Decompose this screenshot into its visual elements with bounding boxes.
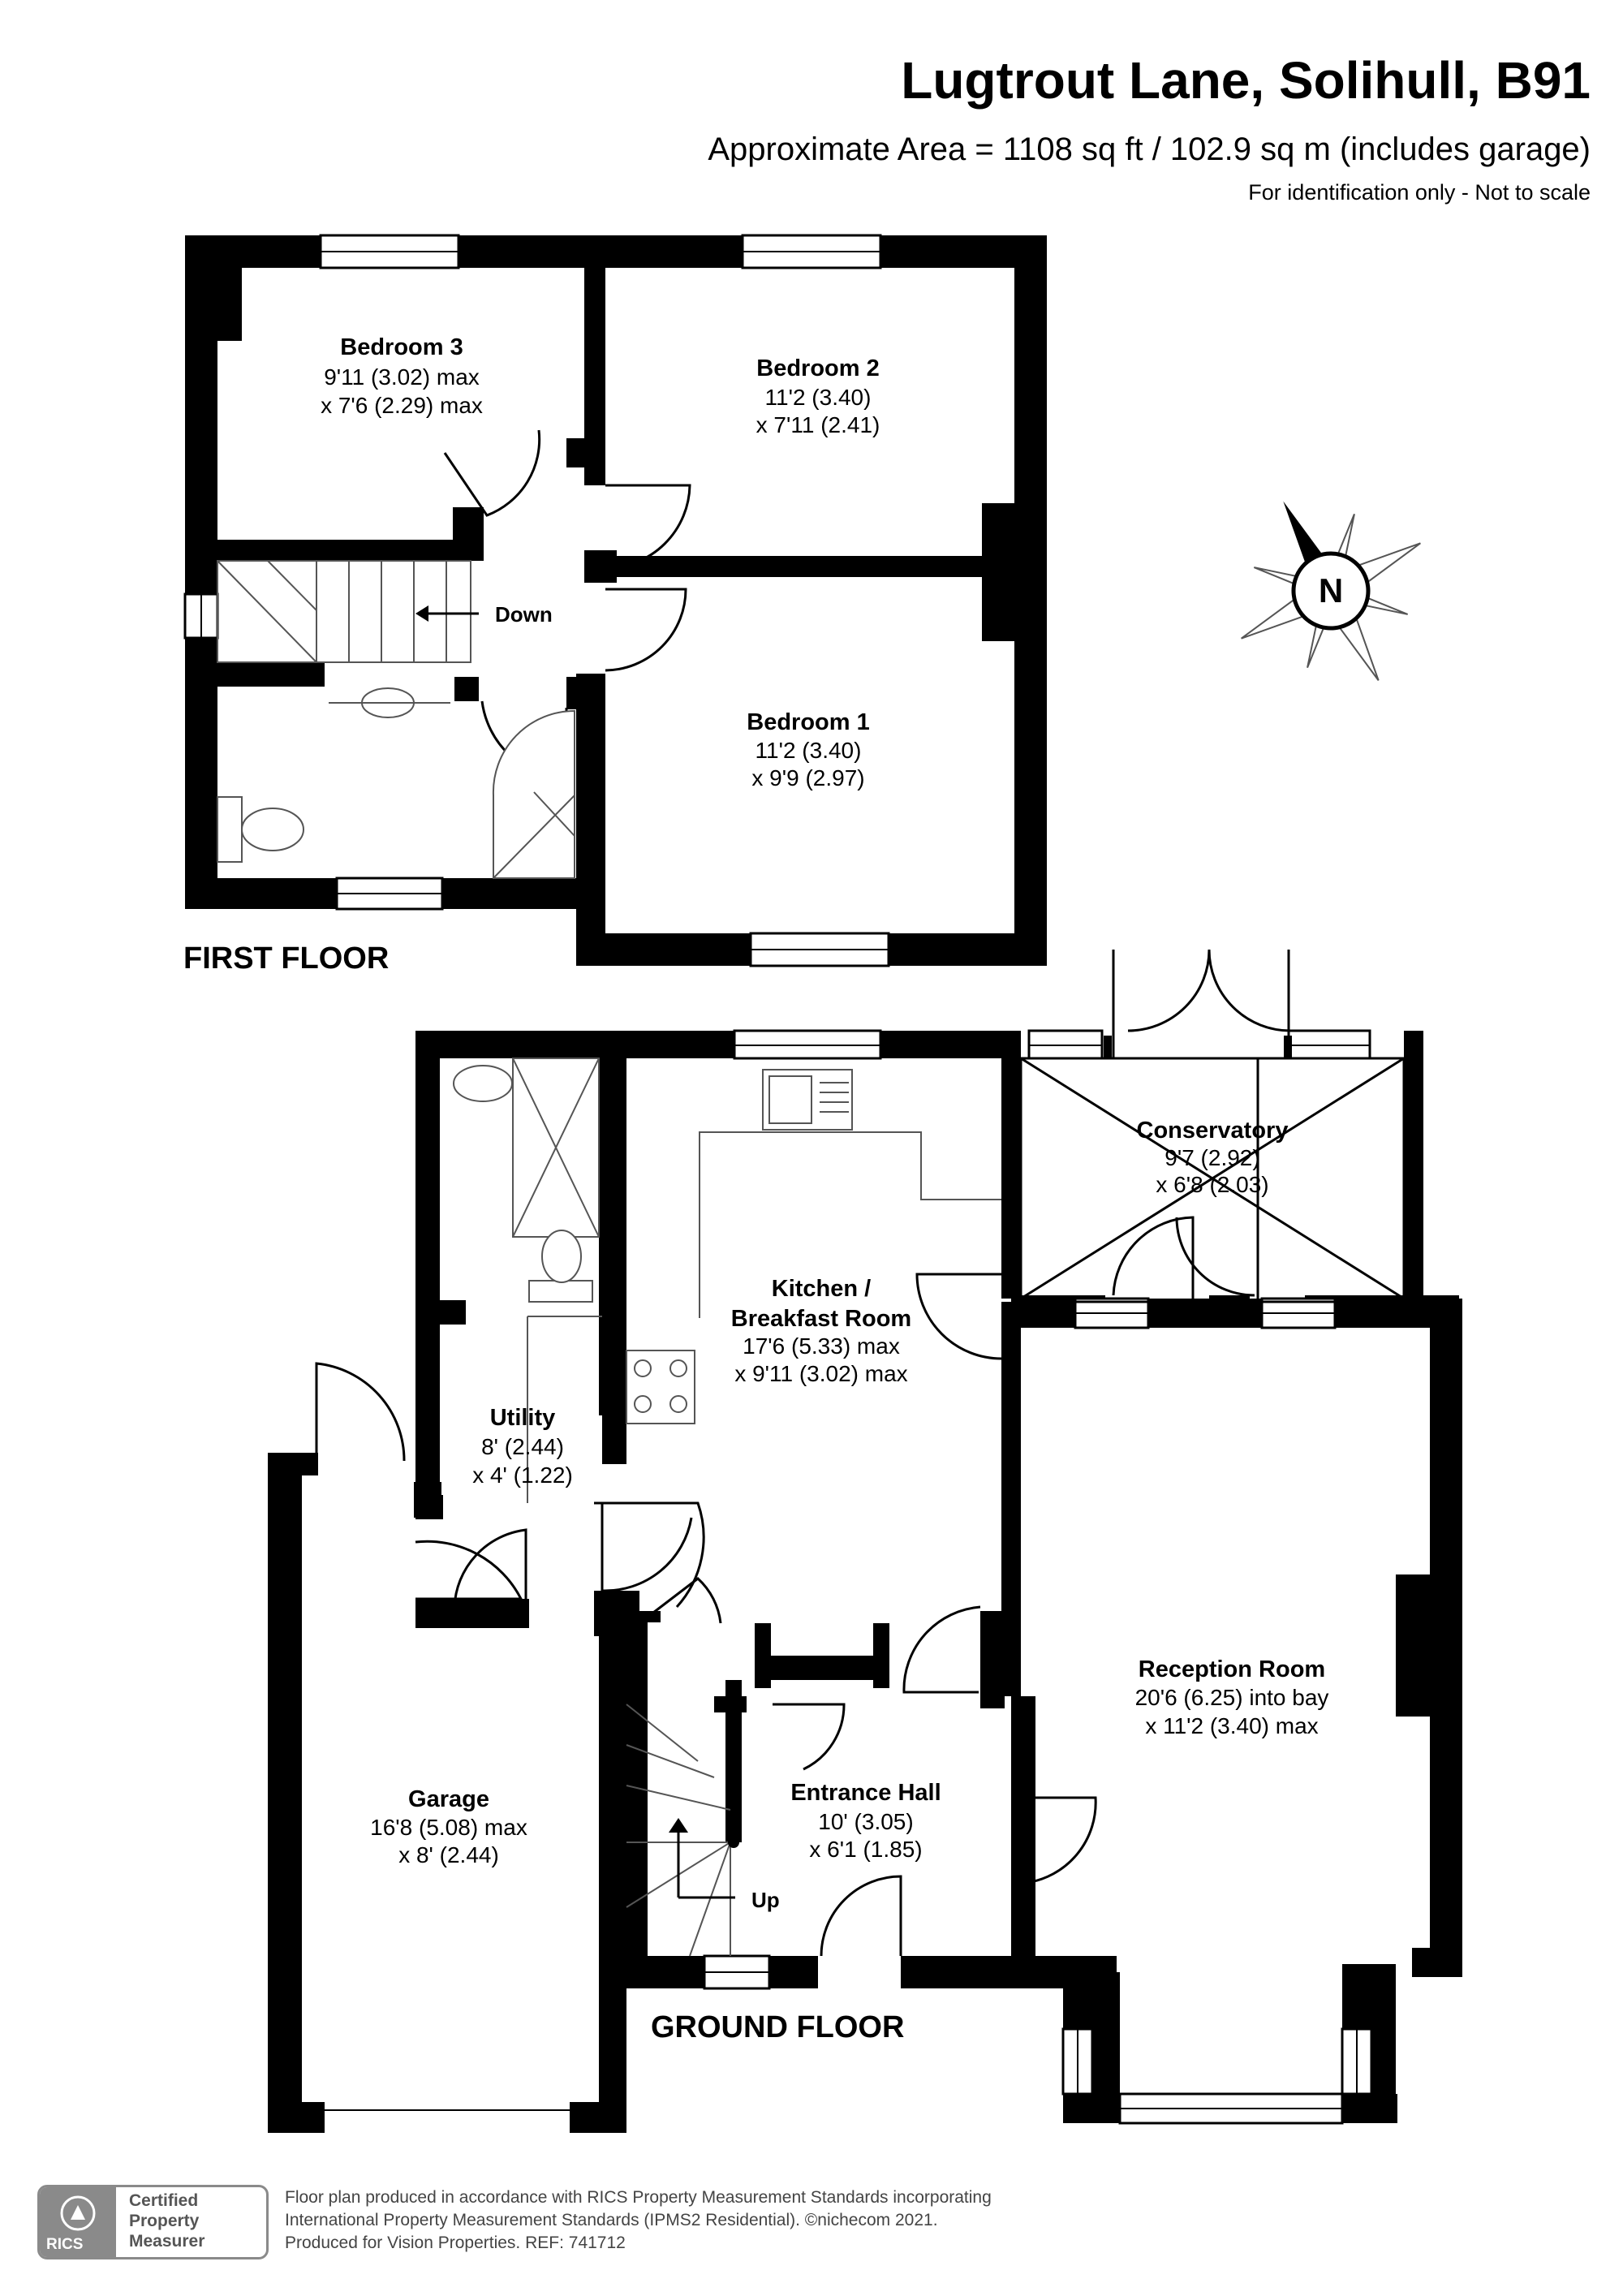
footer-note-2: International Property Measurement Stand… bbox=[285, 2211, 938, 2229]
reception-room-dim1: 20'6 (6.25) into bay bbox=[1135, 1685, 1329, 1710]
utility-dim2: x 4' (1.22) bbox=[472, 1462, 573, 1488]
rics-emblem-icon bbox=[60, 2195, 96, 2231]
bedroom-2-dim1: 11'2 (3.40) bbox=[765, 385, 872, 410]
bedroom-2-name: Bedroom 2 bbox=[756, 355, 879, 381]
footer-note-1: Floor plan produced in accordance with R… bbox=[285, 2188, 992, 2207]
first-floor-stairs bbox=[217, 560, 479, 663]
newel-post bbox=[728, 1837, 739, 1848]
reception-room-name: Reception Room bbox=[1139, 1656, 1325, 1682]
kitchen-name-2: Breakfast Room bbox=[731, 1306, 911, 1332]
room-labels: Bedroom 3 9'11 (3.02) max x 7'6 (2.29) m… bbox=[321, 334, 1328, 1867]
entrance-hall-dim2: x 6'1 (1.85) bbox=[809, 1837, 922, 1862]
first-floor-walls bbox=[185, 235, 1047, 966]
footer-note-3: Produced for Vision Properties. REF: 741… bbox=[285, 2234, 626, 2252]
ground-floor-window-lines bbox=[325, 1045, 1370, 2111]
entrance-hall-name: Entrance Hall bbox=[790, 1780, 941, 1806]
utility-dim1: 8' (2.44) bbox=[481, 1434, 564, 1459]
compass-icon: N bbox=[1241, 501, 1421, 681]
reception-room-dim2: x 11'2 (3.40) max bbox=[1145, 1713, 1318, 1738]
conservatory-dim1: 9'7 (2.92) bbox=[1165, 1145, 1259, 1170]
bedroom-1-dim2: x 9'9 (2.97) bbox=[751, 765, 864, 790]
ground-floor-label: GROUND FLOOR bbox=[651, 2010, 904, 2044]
kitchen-dim1: 17'6 (5.33) max bbox=[743, 1333, 900, 1359]
footer-notes: Floor plan produced in accordance with R… bbox=[285, 2186, 992, 2255]
page-title: Lugtrout Lane, Solihull, B91 bbox=[901, 51, 1591, 110]
conservatory-frame bbox=[1019, 950, 1406, 1303]
badge-text: Certified Property Measurer bbox=[129, 2190, 204, 2251]
rics-logo: RICS bbox=[40, 2187, 116, 2257]
bedroom-2-dim2: x 7'11 (2.41) bbox=[756, 412, 880, 437]
first-floor-window-lines bbox=[200, 251, 889, 950]
shower-room-fixtures bbox=[453, 1058, 600, 1303]
area-summary: Approximate Area = 1108 sq ft / 102.9 sq… bbox=[708, 131, 1591, 167]
ground-floor-doors[interactable] bbox=[315, 949, 1291, 1957]
stairs-up-label: Up bbox=[751, 1888, 780, 1912]
ground-floor-stairs bbox=[626, 1704, 735, 1957]
bedroom-3-dim1: 9'11 (3.02) max bbox=[324, 364, 480, 390]
conservatory-dim2: x 6'8 (2.03) bbox=[1156, 1172, 1268, 1197]
rics-logo-text: RICS bbox=[46, 2236, 84, 2253]
conservatory-name: Conservatory bbox=[1137, 1118, 1289, 1144]
scale-note: For identification only - Not to scale bbox=[1248, 180, 1591, 205]
utility-name: Utility bbox=[490, 1405, 556, 1431]
rics-certified-badge: RICS Certified Property Measurer bbox=[37, 2185, 269, 2259]
badge-line-3: Measurer bbox=[129, 2232, 205, 2251]
bedroom-3-name: Bedroom 3 bbox=[340, 334, 463, 360]
garage-dim2: x 8' (2.44) bbox=[398, 1842, 499, 1867]
conservatory-post-right bbox=[1284, 1036, 1292, 1058]
garage-dim1: 16'8 (5.08) max bbox=[370, 1815, 527, 1840]
entrance-hall-dim1: 10' (3.05) bbox=[818, 1809, 913, 1834]
bedroom-1-dim1: 11'2 (3.40) bbox=[756, 738, 862, 763]
conservatory-post-left bbox=[1104, 1036, 1112, 1058]
bathroom-fixtures bbox=[217, 687, 575, 879]
kitchen-fixtures bbox=[527, 1069, 1001, 1503]
garage-name: Garage bbox=[408, 1786, 489, 1812]
first-floor-label: FIRST FLOOR bbox=[183, 941, 389, 976]
kitchen-dim2: x 9'11 (3.02) max bbox=[734, 1361, 907, 1386]
footer: RICS Certified Property Measurer Floor p… bbox=[37, 2185, 1173, 2259]
compass-letter: N bbox=[1319, 571, 1343, 610]
badge-line-1: Certified bbox=[129, 2191, 199, 2210]
kitchen-name: Kitchen / bbox=[772, 1276, 871, 1302]
bedroom-1-name: Bedroom 1 bbox=[747, 709, 869, 735]
bedroom-3-dim2: x 7'6 (2.29) max bbox=[321, 393, 483, 418]
stairs-down-label: Down bbox=[495, 602, 553, 627]
badge-line-2: Property bbox=[129, 2212, 200, 2230]
